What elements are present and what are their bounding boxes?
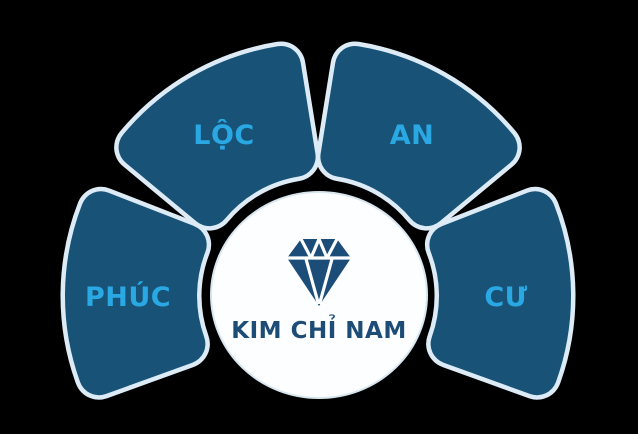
segment-loc-label: LỘC	[193, 119, 254, 151]
segment-cu: CƯ	[449, 211, 551, 375]
segment-loc: LỘC	[139, 66, 296, 206]
segment-an-label: AN	[390, 120, 435, 151]
segment-cu-label: CƯ	[484, 282, 527, 313]
segment-an: AN	[340, 66, 497, 206]
segment-phuc-label: PHÚC	[85, 281, 171, 313]
segment-phuc: PHÚC	[85, 211, 187, 375]
diamond-icon	[287, 238, 351, 306]
center-hub: KIM CHỈ NAM	[210, 191, 428, 399]
center-title: KIM CHỈ NAM	[231, 314, 406, 344]
